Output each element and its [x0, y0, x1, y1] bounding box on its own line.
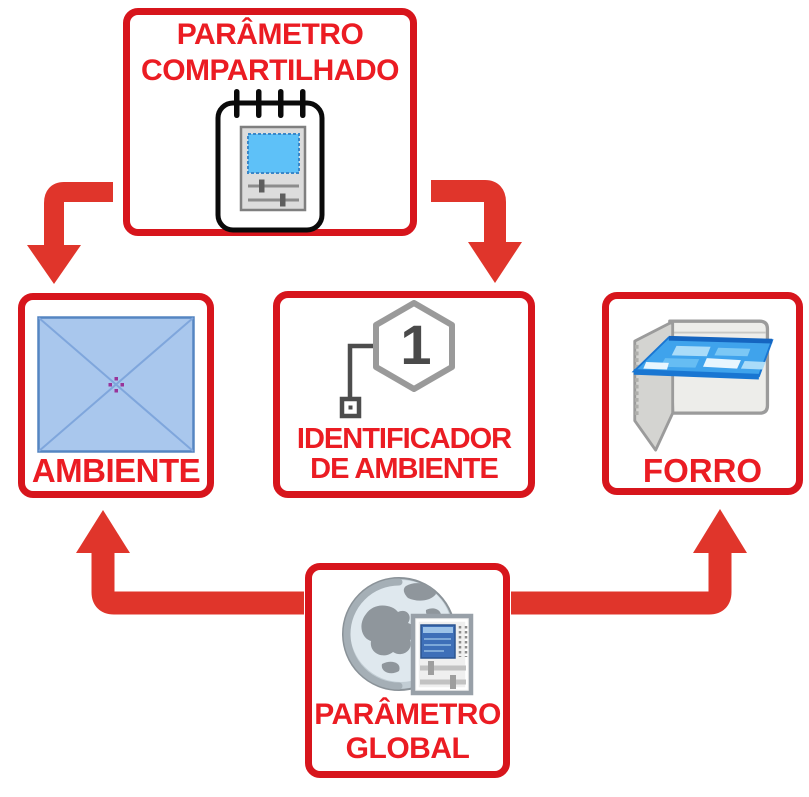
global-parameter-label-line1: PARÂMETRO [314, 698, 501, 731]
global-parameter-globe-icon [340, 576, 476, 697]
arrow-shared-to-room [27, 182, 113, 284]
node-shared-parameter: PARÂMETRO COMPARTILHADO [123, 8, 417, 236]
shared-parameter-label-line2: COMPARTILHADO [141, 53, 399, 87]
ceiling-icon [627, 307, 779, 452]
shared-parameter-label-line1: PARÂMETRO [176, 18, 364, 51]
arrow-global-to-ceiling [511, 509, 747, 615]
room-tag-number: 1 [400, 313, 431, 376]
room-area-icon [37, 316, 195, 453]
ceiling-label: FORRO [642, 452, 763, 489]
room-tag-label-line2: DE AMBIENTE [310, 453, 499, 486]
node-room: AMBIENTE [18, 293, 214, 498]
shared-parameter-notepad-icon [211, 88, 329, 236]
room-tag-hexagon-icon: 1 [338, 300, 470, 424]
arrow-shared-to-room-tag [431, 180, 522, 283]
room-label: AMBIENTE [31, 452, 201, 489]
node-global-parameter: PARÂMETRO GLOBAL [305, 563, 510, 778]
room-tag-label-line1: IDENTIFICADOR [296, 423, 512, 455]
node-ceiling: FORRO [602, 292, 803, 495]
room-center-cross [108, 377, 124, 393]
arrow-global-to-room [76, 510, 304, 615]
global-parameter-label-line2: GLOBAL [345, 731, 470, 765]
node-room-tag: 1 IDENTIFICADOR DE AMBIENTE [273, 291, 535, 498]
